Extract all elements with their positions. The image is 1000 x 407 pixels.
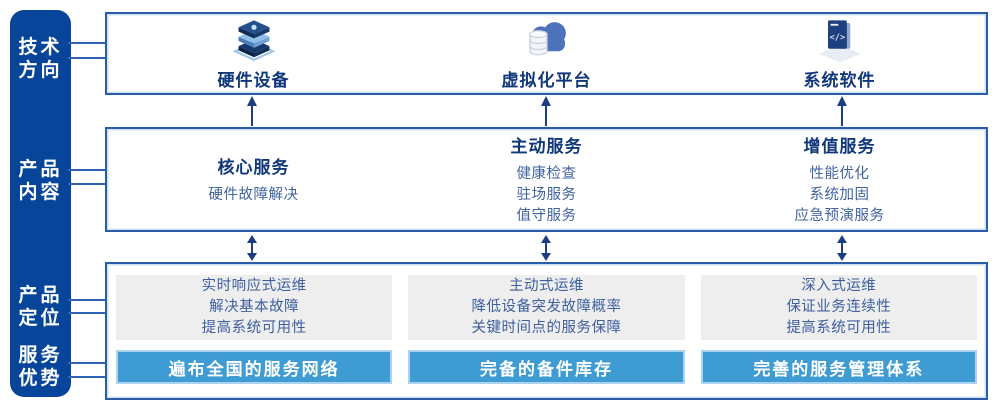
positioning-card: 实时响应式运维 解决基本故障 提高系统可用性 (116, 275, 393, 340)
connector-line (68, 183, 106, 185)
tech-label-virtualization: 虚拟化平台 (501, 70, 592, 90)
double-arrow-icon (246, 235, 258, 261)
advantage-banner: 完善的服务管理体系 (700, 350, 977, 384)
svc-item: 硬件故障解决 (208, 187, 299, 203)
double-arrow-icon (540, 235, 552, 261)
sidebar-label-line: 内容 (18, 182, 63, 203)
svc-item: 性能优化 (809, 166, 870, 182)
server-stack-icon (226, 17, 282, 65)
up-arrow-icon (246, 96, 258, 126)
connector-line (68, 312, 106, 314)
svc-item: 驻场服务 (516, 187, 577, 203)
positioning-line: 主动式运维 (508, 278, 584, 294)
sidebar-label-product-positioning: 产品定位 (10, 284, 71, 330)
tech-col-virtualization: 虚拟化平台 (400, 14, 693, 93)
sidebar-label-line: 产品 (18, 285, 63, 306)
double-arrow-icon (836, 235, 848, 261)
positioning-line: 解决基本故障 (209, 299, 300, 315)
positioning-panel: 实时响应式运维 解决基本故障 提高系统可用性 遍布全国的服务网络 主动式运维 降… (105, 262, 988, 400)
positioning-card: 主动式运维 降低设备突发故障概率 关键时间点的服务保障 (408, 275, 685, 340)
connector-line (68, 362, 106, 364)
sidebar-label-line: 优势 (18, 368, 63, 389)
positioning-line: 实时响应式运维 (201, 278, 307, 294)
svc-title-value-added: 增值服务 (803, 137, 876, 156)
sidebar-label-tech-direction: 技术方向 (10, 36, 71, 82)
tech-col-hardware: 硬件设备 (107, 14, 400, 93)
svc-title-proactive: 主动服务 (510, 137, 583, 156)
positioning-card: 深入式运维 保证业务连续性 提高系统可用性 (700, 275, 977, 340)
positioning-line: 保证业务连续性 (786, 299, 892, 315)
sidebar-label-line: 产品 (18, 159, 63, 180)
sidebar-label-line: 定位 (18, 308, 63, 329)
svc-item: 健康检查 (516, 166, 577, 182)
sidebar-label-line: 技术 (18, 37, 63, 58)
connector-line (68, 299, 106, 301)
positioning-line: 降低设备突发故障概率 (471, 299, 622, 315)
connector-line (68, 169, 106, 171)
svc-item: 应急预演服务 (794, 208, 885, 224)
tech-col-system-software: </> 系统软件 (693, 14, 986, 93)
connector-line (68, 376, 106, 378)
tech-direction-panel: 硬件设备 虚拟化平台 (105, 12, 988, 95)
svc-item: 系统加固 (809, 187, 870, 203)
up-arrow-icon (540, 96, 552, 126)
tech-label-hardware: 硬件设备 (217, 70, 290, 90)
up-arrow-icon (836, 96, 848, 126)
svc-col-proactive: 主动服务 健康检查 驻场服务 值守服务 (400, 129, 693, 230)
tech-label-system-software: 系统软件 (803, 70, 876, 90)
svg-text:</>: </> (829, 33, 844, 43)
positioning-line: 关键时间点的服务保障 (471, 320, 622, 336)
product-content-panel: 核心服务 硬件故障解决 主动服务 健康检查 驻场服务 值守服务 增值服务 性能优… (105, 127, 988, 232)
advantage-banner: 遍布全国的服务网络 (116, 350, 393, 384)
positioning-line: 提高系统可用性 (201, 320, 307, 336)
cloud-database-icon (519, 17, 575, 65)
positioning-line: 深入式运维 (801, 278, 877, 294)
sidebar-label-line: 服务 (18, 345, 63, 366)
connector-line (68, 42, 106, 44)
advantage-banner: 完备的备件库存 (408, 350, 685, 384)
code-window-icon: </> (812, 17, 868, 65)
connector-line (68, 57, 106, 59)
sidebar-label-service-advantage: 服务优势 (10, 344, 71, 390)
sidebar-label-line: 方向 (18, 60, 63, 81)
svc-col-core: 核心服务 硬件故障解决 (107, 129, 400, 230)
category-sidebar: 技术方向 产品内容 产品定位 服务优势 (10, 10, 71, 397)
sidebar-label-product-content: 产品内容 (10, 158, 71, 204)
positioning-line: 提高系统可用性 (786, 320, 892, 336)
svc-title-core: 核心服务 (217, 158, 290, 177)
svc-col-value-added: 增值服务 性能优化 系统加固 应急预演服务 (693, 129, 986, 230)
pos-col-realtime: 实时响应式运维 解决基本故障 提高系统可用性 遍布全国的服务网络 (116, 275, 393, 384)
svc-item: 值守服务 (516, 208, 577, 224)
pos-col-proactive: 主动式运维 降低设备突发故障概率 关键时间点的服务保障 完备的备件库存 (408, 275, 685, 384)
pos-col-deep: 深入式运维 保证业务连续性 提高系统可用性 完善的服务管理体系 (700, 275, 977, 384)
